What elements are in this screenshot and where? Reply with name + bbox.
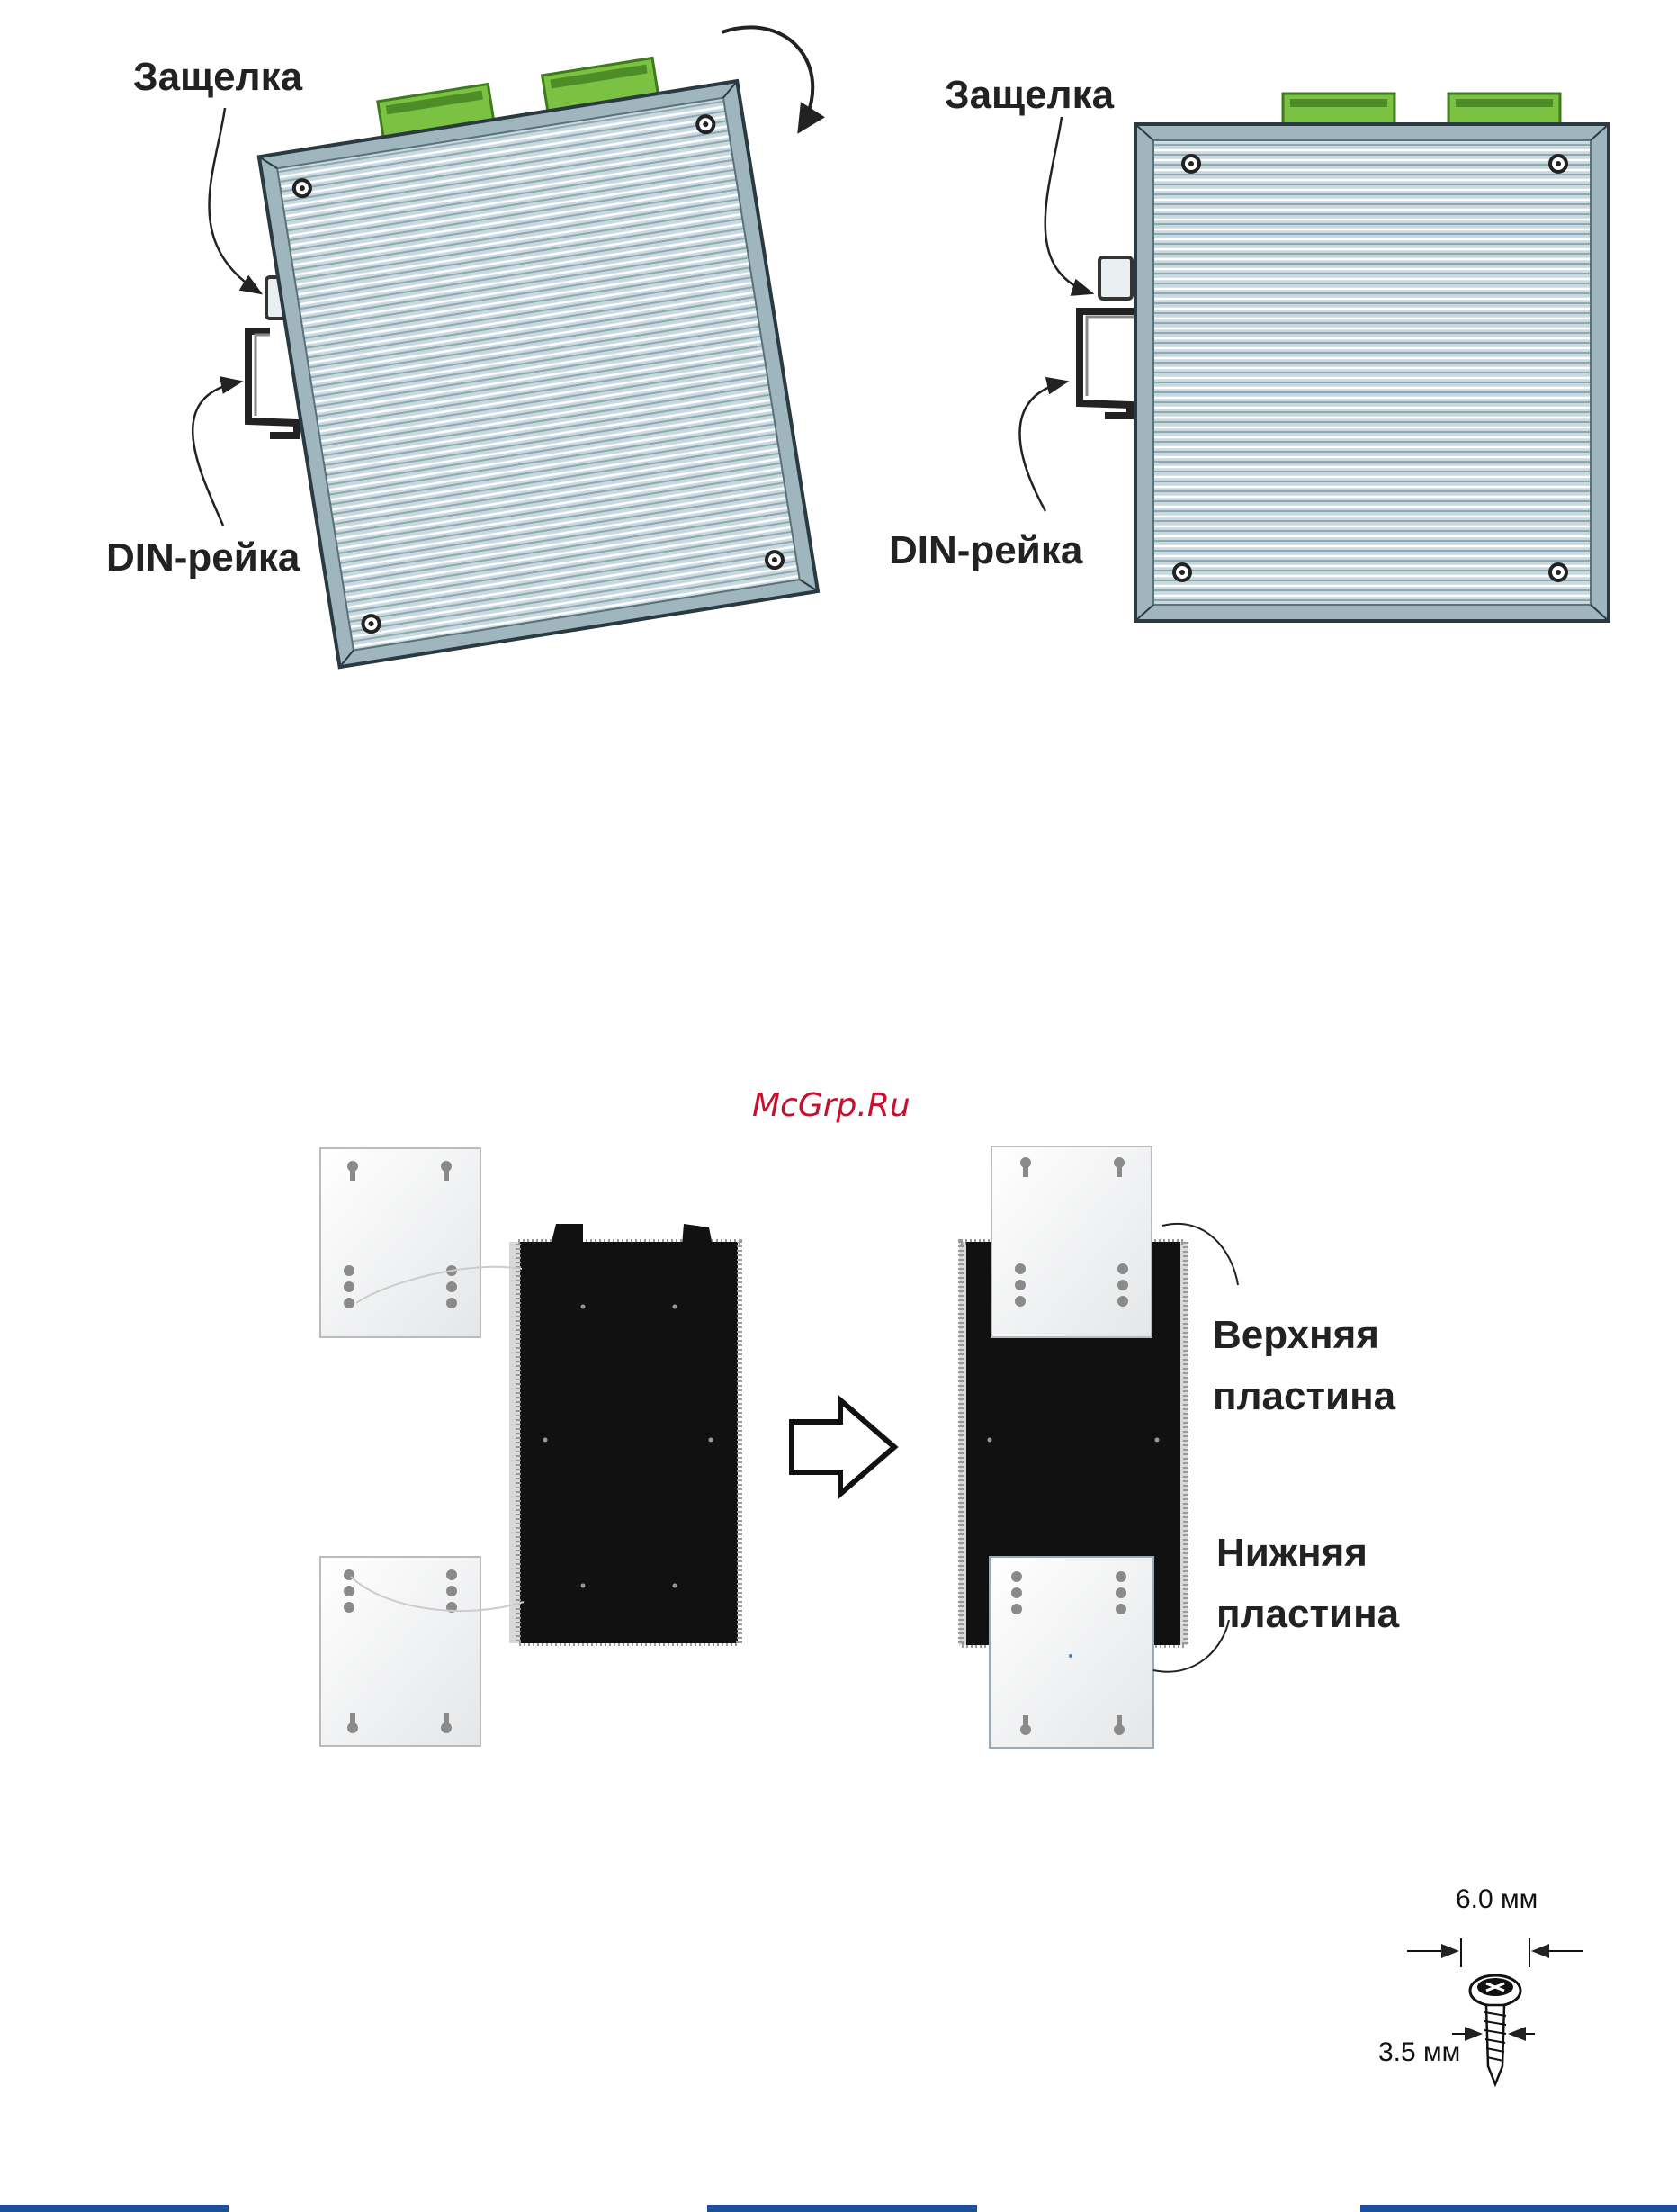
screw-icon xyxy=(1470,1975,1520,2084)
top-plate-label-line2: пластина xyxy=(1213,1374,1396,1418)
bottom-mounting-plate xyxy=(990,1557,1153,1748)
top-mounting-plate xyxy=(320,1148,522,1337)
top-plate-label: Верхняя пластина xyxy=(1213,1313,1396,1418)
top-plate-label-line1: Верхняя xyxy=(1213,1313,1379,1357)
wall-mount-after: Верхняя пластина Нижняя пластина xyxy=(959,1146,1400,1748)
latch-label: Защелка xyxy=(133,55,303,99)
top-mounting-plate xyxy=(991,1146,1152,1337)
din-device-tilted: Защелка DIN-рейка xyxy=(106,27,818,667)
footer-bar-center xyxy=(707,2205,977,2212)
screw-dimensions: 6.0 мм 3.5 мм xyxy=(1378,1884,1583,2084)
shank-dimension-label: 3.5 мм xyxy=(1378,2037,1460,2067)
footer-bar-right xyxy=(1360,2205,1677,2212)
screw-icon xyxy=(766,551,785,570)
footer-bar-left xyxy=(0,2205,229,2212)
screw-icon xyxy=(1183,156,1199,172)
direction-arrow-icon xyxy=(792,1400,894,1494)
din-rail-label: DIN-рейка xyxy=(106,535,300,580)
screw-icon xyxy=(362,615,381,634)
screw-icon xyxy=(1174,564,1190,580)
screw-icon xyxy=(293,179,312,198)
head-dimension-label: 6.0 мм xyxy=(1456,1884,1538,1914)
wall-mount-before xyxy=(320,1148,740,1746)
din-rail-right xyxy=(1080,257,1141,416)
bottom-mounting-plate xyxy=(320,1557,524,1746)
screw-icon xyxy=(696,115,715,134)
bottom-plate-label-line1: Нижняя xyxy=(1216,1531,1368,1575)
din-device-mounted: Защелка DIN-рейка xyxy=(889,73,1609,621)
watermark: McGrp.Ru xyxy=(752,1087,910,1124)
screw-icon xyxy=(1550,156,1566,172)
bottom-plate-label: Нижняя пластина xyxy=(1216,1531,1400,1636)
screw-icon xyxy=(1550,564,1566,580)
bottom-plate-label-line2: пластина xyxy=(1216,1592,1400,1636)
latch-label: Защелка xyxy=(945,73,1115,117)
din-rail-label: DIN-рейка xyxy=(889,528,1083,572)
